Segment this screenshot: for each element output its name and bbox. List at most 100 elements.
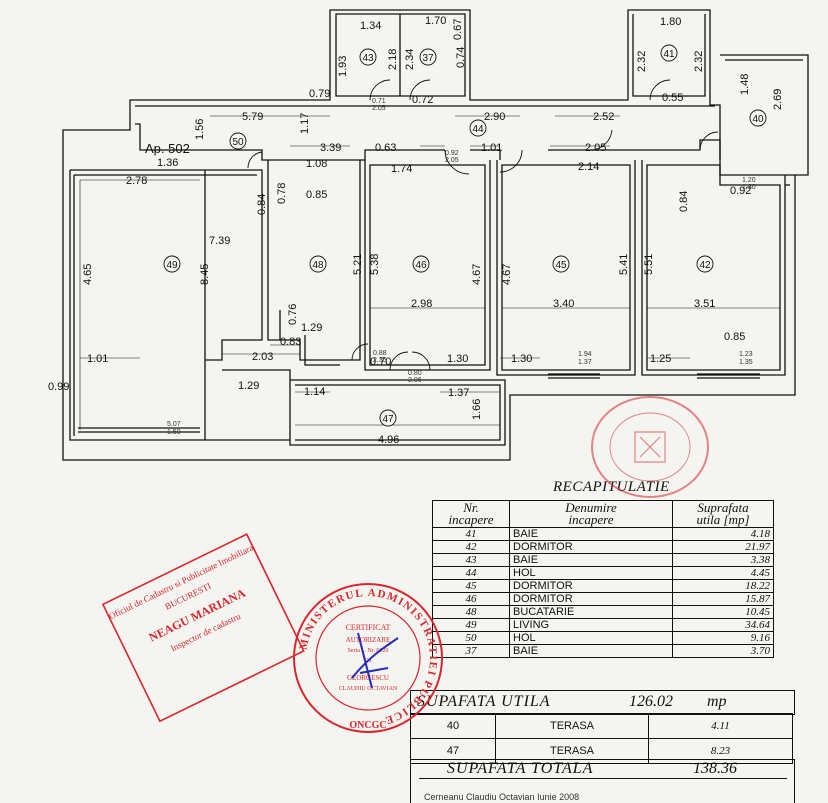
signature bbox=[351, 632, 399, 689]
dim-text: 1.36 bbox=[157, 157, 178, 169]
cell-area: 34.64 bbox=[672, 618, 774, 632]
col-header-nr: Nr. incapere bbox=[432, 500, 510, 528]
dim-text: 1.56 bbox=[194, 119, 206, 140]
useful-area-box: SUPAFATA UTILA 126.02 mp bbox=[410, 690, 795, 715]
dim-text: 1.08 bbox=[306, 158, 327, 170]
dim-text: 1.29 bbox=[238, 380, 259, 392]
dim-text: 0.55 bbox=[662, 92, 683, 104]
total-area-value: 138.36 bbox=[693, 760, 737, 777]
floor-plan: 1.34 1.70 0.67 1.80 1.93 2.18 2.34 0.74 … bbox=[48, 9, 809, 461]
dim-text: 2.03 bbox=[252, 351, 273, 363]
stamp-line: AUTORIZARE bbox=[346, 636, 391, 644]
cell-name: DORMITOR bbox=[509, 540, 673, 554]
dim-text: 0.74 bbox=[455, 47, 467, 68]
dim-text: 4.67 bbox=[471, 264, 483, 285]
dim-text: 0.83 bbox=[280, 336, 301, 348]
door-dim: 2.05 bbox=[372, 105, 386, 112]
recap-title: RECAPITULATIE bbox=[553, 479, 670, 495]
room-number: 47 bbox=[382, 414, 394, 425]
dim-text: 1.34 bbox=[360, 20, 381, 32]
dim-text: 1.29 bbox=[301, 322, 322, 334]
door-dim: 0.92 bbox=[445, 150, 459, 157]
cadastre-stamp: Oficiul de Cadastru si Publicitate Imobi… bbox=[101, 533, 305, 723]
dim-text: 1.48 bbox=[739, 74, 751, 95]
room-number: 42 bbox=[699, 260, 711, 271]
cell-area: 3.38 bbox=[672, 553, 774, 567]
dim-text: 1.93 bbox=[337, 56, 349, 77]
cell-name: BAIE bbox=[509, 553, 673, 567]
window-dim: 1.23 bbox=[739, 351, 753, 358]
round-stamp: MINISTERUL ADMINISTRATIEI PUBLICE CERTIF… bbox=[293, 583, 443, 733]
room-number: 49 bbox=[166, 260, 178, 271]
window-dim: 1.94 bbox=[578, 351, 592, 358]
col-header-name: Denumire incapere bbox=[509, 500, 673, 528]
cell-area: 15.87 bbox=[672, 592, 774, 606]
room-number: 40 bbox=[752, 114, 764, 125]
dim-text: 3.51 bbox=[694, 298, 715, 310]
window-dim: 1.37 bbox=[578, 359, 592, 366]
room-number: 48 bbox=[312, 260, 324, 271]
dim-text: 1.25 bbox=[650, 353, 671, 365]
cell-area: 3.70 bbox=[672, 644, 774, 658]
dim-text: 5.79 bbox=[242, 111, 263, 123]
dim-text: 2.34 bbox=[404, 49, 416, 70]
recap-table: Nr. incapere Denumire incapere Suprafata… bbox=[432, 500, 774, 658]
cell-name: BAIE bbox=[509, 527, 673, 541]
dim-text: 2.05 bbox=[585, 142, 606, 154]
stamp-line: Seria ... Nr. 0120 bbox=[348, 648, 389, 654]
dim-text: 4.96 bbox=[378, 434, 399, 446]
dim-text: 1.80 bbox=[660, 16, 681, 28]
window-dim: 1.20 bbox=[742, 177, 756, 184]
dim-text: 3.40 bbox=[553, 298, 574, 310]
dim-text: 5.38 bbox=[369, 254, 381, 275]
dim-text: 8.45 bbox=[199, 264, 211, 285]
dim-text: 2.69 bbox=[772, 89, 784, 110]
cell-name: DORMITOR bbox=[509, 592, 673, 606]
window-dim: 1.50 bbox=[167, 429, 181, 436]
window-dim: 5.07 bbox=[167, 421, 181, 428]
room-number: 50 bbox=[232, 137, 244, 148]
dim-text: 0.84 bbox=[678, 191, 690, 212]
terrace-table: 40 TERASA 4.11 47 TERASA 8.23 bbox=[410, 713, 793, 764]
cell-name: HOL bbox=[509, 566, 673, 580]
dim-text: 0.67 bbox=[452, 19, 464, 40]
dim-text: 1.14 bbox=[304, 386, 325, 398]
cell-area: 18.22 bbox=[672, 579, 774, 593]
dim-text: 2.14 bbox=[578, 161, 599, 173]
svg-text:MINISTERUL ADMINISTRATIEI PUBL: MINISTERUL ADMINISTRATIEI PUBLICE bbox=[297, 587, 439, 727]
useful-area-value: 126.02 bbox=[629, 693, 673, 710]
cell-name: BAIE bbox=[509, 644, 673, 658]
dim-text: 2.32 bbox=[636, 51, 648, 72]
faded-stamp bbox=[591, 396, 709, 498]
col-header-area: Suprafata utila [mp] bbox=[672, 500, 774, 528]
dim-text: 0.84 bbox=[256, 194, 268, 215]
dim-text: 2.18 bbox=[387, 49, 399, 70]
cell-nr: 43 bbox=[432, 553, 510, 567]
dim-text: 2.90 bbox=[484, 111, 505, 123]
cell-name: TERASA bbox=[495, 713, 649, 739]
room-number: 37 bbox=[422, 53, 434, 64]
cell-area: 4.45 bbox=[672, 566, 774, 580]
door-dim: 2.05 bbox=[445, 157, 459, 164]
dim-text: 1.17 bbox=[299, 113, 311, 134]
dim-text: 1.74 bbox=[391, 163, 412, 175]
dim-text: 0.85 bbox=[724, 331, 745, 343]
stamp-line: CLAUDIU OCTAVIAN bbox=[339, 686, 398, 692]
dim-text: 2.78 bbox=[126, 175, 147, 187]
useful-area-unit: mp bbox=[707, 693, 727, 710]
dim-text: 0.70 bbox=[370, 356, 391, 368]
dim-text: 1.30 bbox=[447, 353, 468, 365]
dim-text: 0.76 bbox=[287, 304, 299, 325]
cell-area: 4.11 bbox=[648, 713, 793, 739]
dim-text: 0.72 bbox=[412, 94, 433, 106]
room-number: 44 bbox=[472, 124, 484, 135]
dim-text: 5.51 bbox=[643, 254, 655, 275]
